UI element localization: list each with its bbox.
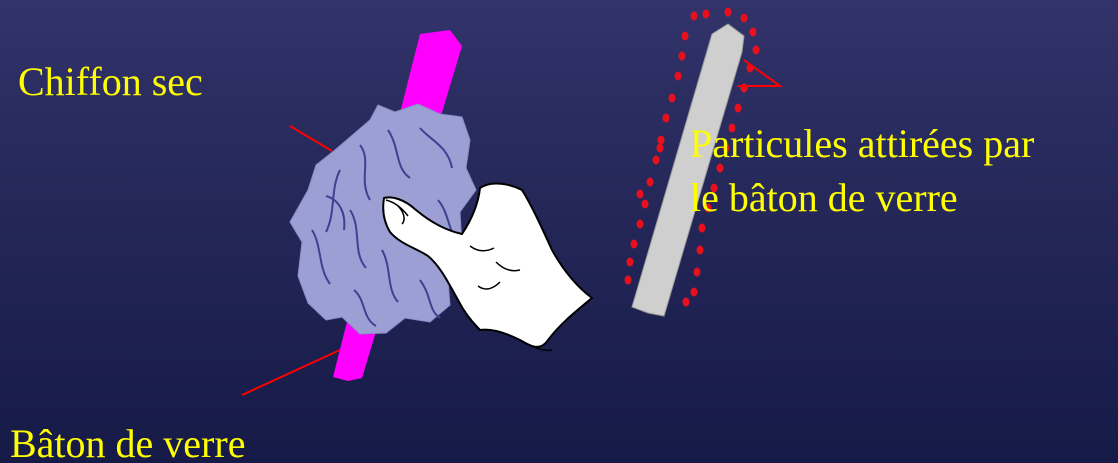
- particle: [703, 10, 710, 19]
- label-particles-line1: Particules attirées par: [690, 117, 1118, 171]
- particle: [683, 298, 690, 307]
- particle: [627, 258, 634, 267]
- particle: [663, 114, 670, 123]
- particle: [642, 200, 649, 209]
- label-dry-cloth: Chiffon sec: [18, 55, 203, 109]
- particle: [658, 136, 665, 145]
- particle: [741, 84, 748, 93]
- label-particles-line2: le bâton de verre: [690, 171, 1118, 225]
- particle: [691, 288, 698, 297]
- particle: [647, 178, 654, 187]
- particle: [725, 8, 732, 17]
- label-particles: Particules attirées par le bâton de verr…: [690, 117, 1118, 225]
- particle: [694, 268, 701, 277]
- particle: [679, 52, 686, 61]
- leader-line-rod: [242, 350, 340, 395]
- particle: [691, 12, 698, 21]
- leader-line-particles: [737, 60, 780, 86]
- particle: [631, 240, 638, 249]
- particle: [697, 246, 704, 255]
- particle: [753, 46, 760, 55]
- particle: [682, 32, 689, 41]
- particle: [637, 220, 644, 229]
- particle: [750, 28, 757, 37]
- particle: [625, 276, 632, 285]
- leader-line-cloth: [290, 126, 332, 151]
- particle: [637, 190, 644, 199]
- particle: [741, 14, 748, 23]
- particle: [657, 144, 664, 153]
- dry-cloth: [290, 104, 476, 334]
- particle: [675, 72, 682, 81]
- label-glass-rod: Bâton de verre: [10, 417, 245, 463]
- particle: [669, 94, 676, 103]
- particle: [735, 104, 742, 113]
- particle: [653, 156, 660, 165]
